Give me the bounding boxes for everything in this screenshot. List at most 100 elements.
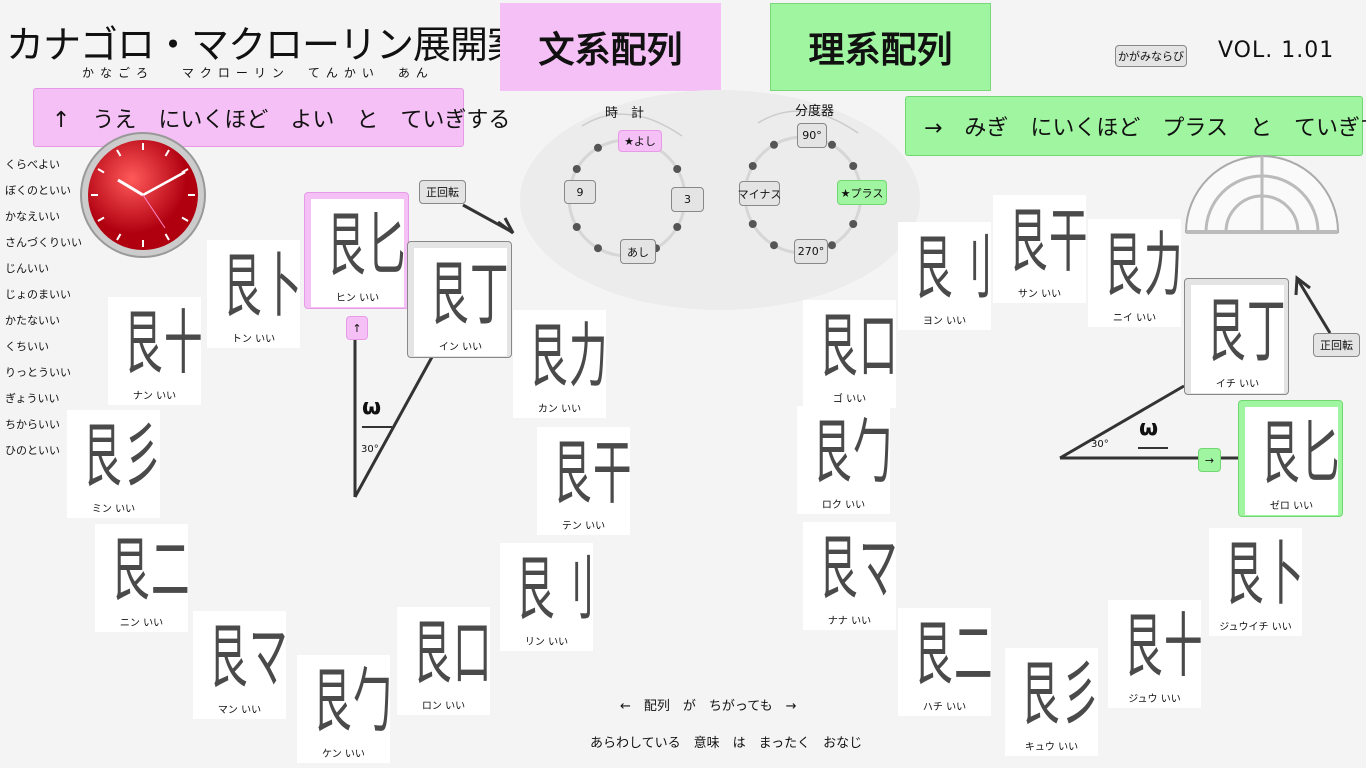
dial-minus[interactable]: マイナス bbox=[738, 181, 781, 206]
dial-90[interactable]: 90° bbox=[797, 123, 827, 148]
dial-clock-3[interactable]: 3 bbox=[671, 187, 704, 212]
angle-label: 30° bbox=[361, 444, 379, 455]
dial-clock-bottom[interactable]: あし bbox=[620, 239, 656, 264]
selected-tile-frame: 艮丁イン いい bbox=[407, 241, 512, 358]
right-banner: → みぎ にいくほど プラス と ていぎする bbox=[905, 96, 1366, 156]
kanji-tile[interactable]: 艮匕ヒン いい bbox=[311, 199, 406, 307]
kanji-glyph: 艮刂 bbox=[515, 548, 595, 630]
kanji-glyph: 艮丁 bbox=[1206, 290, 1286, 372]
list-item: かなえいい bbox=[5, 210, 60, 223]
kanji-glyph: 艮卜 bbox=[222, 245, 302, 327]
page-title: カナゴロ・マクローリン展開案 bbox=[6, 23, 525, 67]
kanji-tile[interactable]: 艮彡キュウ いい bbox=[1005, 648, 1099, 756]
kanji-tile[interactable]: 艮力ニイ いい bbox=[1088, 219, 1182, 327]
kanji-label: ヒン いい bbox=[335, 293, 380, 304]
dial-plus[interactable]: ★プラス bbox=[837, 180, 887, 205]
kanji-tile[interactable]: 艮刂リン いい bbox=[500, 543, 595, 651]
left-banner: ↑ うえ にいくほど よい と ていぎする bbox=[33, 88, 510, 147]
rotate-button-right[interactable]: 正回転 bbox=[1313, 333, 1360, 357]
right-arrow-button[interactable]: → bbox=[1198, 448, 1221, 472]
dial-dot bbox=[770, 241, 778, 250]
dial-dot bbox=[572, 165, 581, 173]
kanji-glyph: 艮卜 bbox=[1224, 533, 1304, 615]
dial-270[interactable]: 270° bbox=[794, 239, 828, 264]
rotate-arrow bbox=[1296, 279, 1332, 334]
clock-dial-title: 時 計 bbox=[605, 106, 645, 121]
kanji-glyph: 艮干 bbox=[1008, 200, 1088, 282]
kanji-label: ジュウ いい bbox=[1108, 692, 1201, 708]
kanji-label: トン いい bbox=[207, 332, 300, 348]
kanji-tile[interactable]: 艮丁イチ いい bbox=[1191, 285, 1286, 393]
kanji-tile[interactable]: 艮勹ケン いい bbox=[297, 655, 391, 763]
dial-dot bbox=[828, 140, 836, 149]
list-item: ぼくのといい bbox=[5, 184, 71, 197]
list-item: じんいい bbox=[5, 262, 49, 275]
kanji-tile[interactable]: 艮刂ヨン いい bbox=[898, 222, 993, 330]
kanji-label: ニイ いい bbox=[1088, 311, 1181, 327]
left-list: くらべよい ぼくのといい かなえいい さんづくりいい じんいい じょのまいい か… bbox=[5, 152, 82, 464]
list-item: じょのまいい bbox=[5, 288, 71, 301]
kanji-glyph: 艮十 bbox=[123, 302, 203, 384]
kanji-label: イン いい bbox=[438, 342, 483, 353]
kanji-label: ミン いい bbox=[67, 502, 160, 518]
kanji-tile[interactable]: 艮ママン いい bbox=[193, 611, 287, 719]
kanji-label: テン いい bbox=[537, 519, 630, 535]
kanji-label: ケン いい bbox=[297, 747, 390, 763]
kanji-glyph: 艮匕 bbox=[1260, 412, 1340, 494]
kanji-label: ロン いい bbox=[397, 699, 490, 715]
kanji-glyph: 艮刂 bbox=[913, 227, 993, 309]
list-item: ひのといい bbox=[5, 444, 60, 457]
up-arrow-button[interactable]: ↑ bbox=[346, 316, 368, 340]
kanji-tile[interactable]: 艮彡ミン いい bbox=[67, 410, 161, 518]
kanji-glyph: 艮干 bbox=[552, 432, 632, 514]
dial-dot bbox=[673, 223, 682, 231]
dial-dot bbox=[748, 162, 757, 170]
kanji-label: ゼロ いい bbox=[1269, 501, 1314, 512]
kanji-glyph: 艮丁 bbox=[429, 253, 509, 335]
kanji-tile[interactable]: 艮口ロン いい bbox=[397, 607, 491, 715]
dial-dot bbox=[770, 140, 778, 149]
dial-dot bbox=[594, 143, 602, 152]
dial-clock-top[interactable]: ★よし bbox=[618, 130, 662, 152]
rotation-arc-icon bbox=[757, 110, 859, 134]
rotate-button-left[interactable]: 正回転 bbox=[419, 180, 466, 204]
kanji-tile[interactable]: 艮勹ロク いい bbox=[797, 406, 891, 514]
kanji-tile[interactable]: 艮マナナ いい bbox=[803, 522, 897, 630]
kanji-label: ニン いい bbox=[95, 616, 188, 632]
kanji-glyph: 艮口 bbox=[818, 305, 898, 387]
kanji-glyph: 艮十 bbox=[1123, 605, 1203, 687]
kanji-label: ロク いい bbox=[797, 498, 890, 514]
omega-label: ω bbox=[1139, 416, 1159, 441]
mirror-button[interactable]: かがみならび bbox=[1115, 45, 1187, 67]
kanji-tile[interactable]: 艮卜ジュウイチ いい bbox=[1209, 528, 1304, 636]
kanji-tile[interactable]: 艮丁イン いい bbox=[414, 248, 509, 356]
kanji-label: カン いい bbox=[513, 402, 606, 418]
kanji-glyph: 艮匕 bbox=[326, 204, 406, 286]
kanji-tile[interactable]: 艮十ジュウ いい bbox=[1108, 600, 1203, 708]
kanji-tile[interactable]: 艮口ゴ いい bbox=[803, 300, 898, 408]
bunkei-header: 文系配列 bbox=[500, 3, 721, 91]
title-furigana: かなごろ マクローリン てんかい あん bbox=[82, 66, 434, 80]
kanji-tile[interactable]: 艮二ハチ いい bbox=[898, 608, 992, 716]
kanji-tile[interactable]: 艮十ナン いい bbox=[108, 297, 203, 405]
kanji-tile[interactable]: 艮干テン いい bbox=[537, 427, 632, 535]
dial-clock-9[interactable]: 9 bbox=[564, 180, 596, 204]
kanji-label: ナン いい bbox=[108, 389, 201, 405]
kanji-label: ジュウイチ いい bbox=[1209, 620, 1302, 636]
kanji-tile[interactable]: 艮卜トン いい bbox=[207, 240, 302, 348]
selected-tile-frame: 艮匕ヒン いい bbox=[304, 192, 409, 309]
selected-tile-frame: 艮匕ゼロ いい bbox=[1238, 400, 1343, 517]
angle-label: 30° bbox=[1091, 439, 1109, 450]
bottom-note-2: あらわしている 意味 は まったく おなじ bbox=[590, 736, 863, 751]
rotation-arc-icon bbox=[581, 113, 683, 137]
kanji-tile[interactable]: 艮力カン いい bbox=[513, 310, 607, 418]
kanji-tile[interactable]: 艮匕ゼロ いい bbox=[1245, 407, 1340, 515]
version-label: VOL. 1.01 bbox=[1218, 38, 1335, 63]
kanji-label: リン いい bbox=[500, 635, 593, 651]
kanji-tile[interactable]: 艮二ニン いい bbox=[95, 524, 189, 632]
kanji-label: マン いい bbox=[193, 703, 286, 719]
list-item: くちいい bbox=[5, 340, 49, 353]
rikei-header: 理系配列 bbox=[770, 3, 991, 91]
protractor-icon bbox=[1184, 155, 1340, 234]
kanji-tile[interactable]: 艮干サン いい bbox=[993, 195, 1088, 303]
